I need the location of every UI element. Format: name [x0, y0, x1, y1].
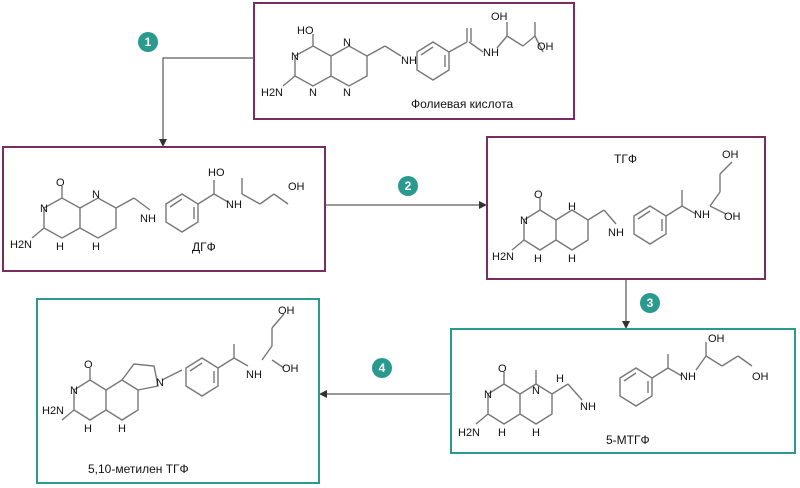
- atom-n: N: [40, 203, 48, 215]
- atom-nh: NH: [483, 47, 499, 59]
- mthf-structure: O N N H H H H2N NH NH OH OH: [458, 333, 769, 439]
- folic-acid-structure: HO N N N N H2N NH NH OH OH: [261, 11, 554, 99]
- atom-nh: NH: [226, 199, 242, 211]
- thf-structure: O N H H H H2N NH NH OH OH: [492, 149, 741, 265]
- atom-oh: OH: [724, 211, 741, 223]
- atom-o: O: [534, 189, 543, 201]
- atom-h2n: H2N: [458, 427, 480, 439]
- atom-h: H: [498, 427, 506, 439]
- step-badge-3: 3: [640, 293, 660, 313]
- dhf-box: O N N H H H2N NH NH HO OH ДГФ: [2, 146, 326, 272]
- atom-h: H: [84, 423, 92, 435]
- dhf-label: ДГФ: [192, 240, 216, 254]
- atom-nh: NH: [580, 401, 596, 413]
- atom-h: H: [56, 241, 64, 253]
- atom-h2n: H2N: [10, 239, 32, 251]
- atom-o: O: [84, 359, 93, 371]
- atom-oh: OH: [537, 41, 554, 53]
- atom-n: N: [291, 51, 299, 63]
- atom-nh: NH: [694, 209, 710, 221]
- thf-label: ТГФ: [614, 152, 637, 166]
- atom-oh: OH: [288, 181, 305, 193]
- step-badge-1: 1: [138, 32, 158, 52]
- atom-nh: NH: [680, 371, 696, 383]
- atom-n: N: [70, 385, 78, 397]
- atom-oh: OH: [282, 363, 299, 375]
- dhf-structure: O N N H H H2N NH NH HO OH: [10, 167, 305, 253]
- step-badge-4: 4: [372, 358, 392, 378]
- atom-nh: NH: [608, 227, 624, 239]
- atom-nh: NH: [140, 213, 156, 225]
- atom-h: H: [568, 253, 576, 265]
- atom-h2n: H2N: [42, 405, 64, 417]
- atom-o: O: [498, 363, 507, 375]
- atom-n: N: [343, 37, 351, 49]
- atom-oh: OH: [722, 149, 739, 161]
- atom-oh: OH: [708, 333, 725, 345]
- atom-ho: HO: [208, 167, 225, 179]
- atom-oh: OH: [491, 11, 508, 23]
- folic-acid-box: HO N N N N H2N NH NH OH OH Фолиевая кисл…: [253, 2, 575, 120]
- atom-n: N: [92, 189, 100, 201]
- atom-h: H: [556, 373, 564, 385]
- atom-h: H: [118, 423, 126, 435]
- atom-h: H: [568, 201, 576, 213]
- atom-h: H: [532, 427, 540, 439]
- methylene-thf-structure: O N N H H H2N NH OH OH: [42, 305, 299, 435]
- atom-ho: HO: [297, 25, 314, 37]
- step-badge-2: 2: [398, 176, 418, 196]
- atom-n: N: [532, 385, 540, 397]
- atom-n: N: [156, 377, 164, 389]
- mthf-label: 5-МТГФ: [606, 433, 650, 447]
- methylene-thf-box: O N N H H H2N NH OH OH 5,10-метилен ТГФ: [36, 298, 320, 484]
- thf-box: O N H H H H2N NH NH OH OH ТГФ: [486, 136, 766, 280]
- atom-n: N: [343, 87, 351, 99]
- atom-nh: NH: [401, 55, 417, 67]
- atom-nh: NH: [246, 369, 262, 381]
- atom-n: N: [484, 389, 492, 401]
- methylene-thf-label: 5,10-метилен ТГФ: [88, 462, 189, 476]
- atom-h: H: [92, 241, 100, 253]
- folic-acid-label: Фолиевая кислота: [411, 97, 514, 111]
- atom-n: N: [309, 87, 317, 99]
- atom-oh: OH: [278, 305, 295, 317]
- mthf-box: O N N H H H H2N NH NH OH OH 5-МТГФ: [450, 328, 796, 454]
- atom-h: H: [534, 253, 542, 265]
- atom-oh: OH: [752, 371, 769, 383]
- atom-h2n: H2N: [492, 251, 514, 263]
- arrow-folic-to-dhf: [159, 57, 253, 147]
- atom-h2n: H2N: [261, 87, 283, 99]
- atom-o: O: [56, 177, 65, 189]
- atom-n: N: [520, 215, 528, 227]
